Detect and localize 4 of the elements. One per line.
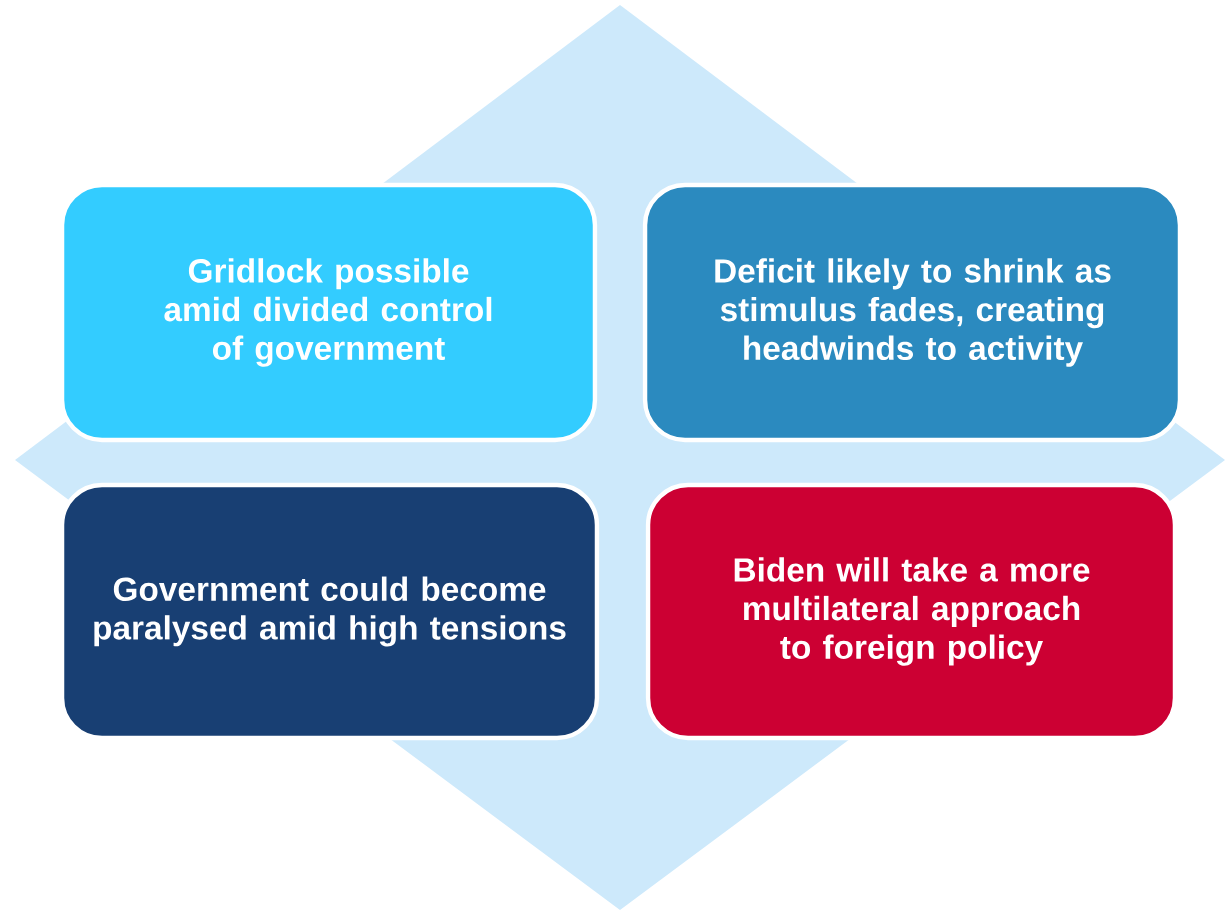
text-box: Deficit likely to shrink as stimulus fades, creating headwinds to activity [642,182,1183,443]
text-box: Government could become paralysed amid high tensions [59,482,600,741]
text-box: Gridlock possible amid divided control of government [59,182,598,443]
text-box: Biden will take a more multilateral approach to foreign policy [645,482,1178,741]
